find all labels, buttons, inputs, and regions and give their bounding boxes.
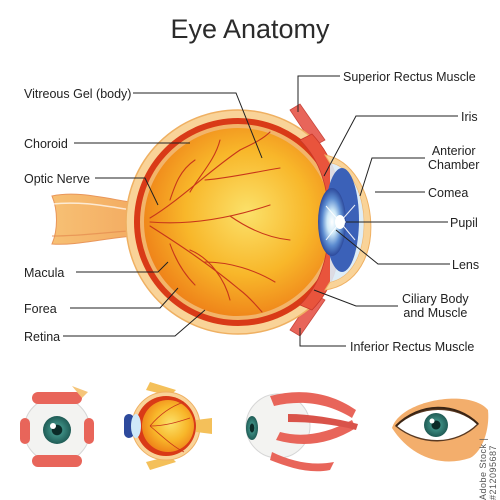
eyeball-with-muscles-front-icon [20,386,94,467]
leader-lines [63,75,458,347]
label-choroid: Choroid [24,137,68,151]
eyeball-side-muscles-icon [245,392,358,472]
label-iris: Iris [461,110,478,124]
eye-cross-section-small-icon [124,382,212,470]
label-optic-nerve: Optic Nerve [24,172,90,186]
eye-cross-section [51,103,372,337]
label-superior-rectus: Superior Rectus Muscle [343,70,476,84]
human-eye-with-eyelid-icon [392,398,489,462]
label-vitreous-gel: Vitreous Gel (body) [24,87,132,101]
label-cornea: Comea [428,186,469,200]
diagram-title: Eye Anatomy [170,14,330,44]
vitreous-gel-shape [144,128,332,316]
label-macula: Macula [24,266,65,280]
label-inferior-rectus: Inferior Rectus Muscle [350,340,475,354]
label-lens: Lens [452,258,480,272]
label-ciliary-body: Ciliary Body and Muscle [402,292,469,320]
stock-watermark: Adobe Stock | #212095687 [478,437,498,500]
label-pupil: Pupil [450,216,478,230]
label-anterior-chamber: Anterior Chamber [428,144,480,172]
label-forea: Forea [24,302,57,316]
label-retina: Retina [24,330,61,344]
lens-shape [318,188,346,256]
